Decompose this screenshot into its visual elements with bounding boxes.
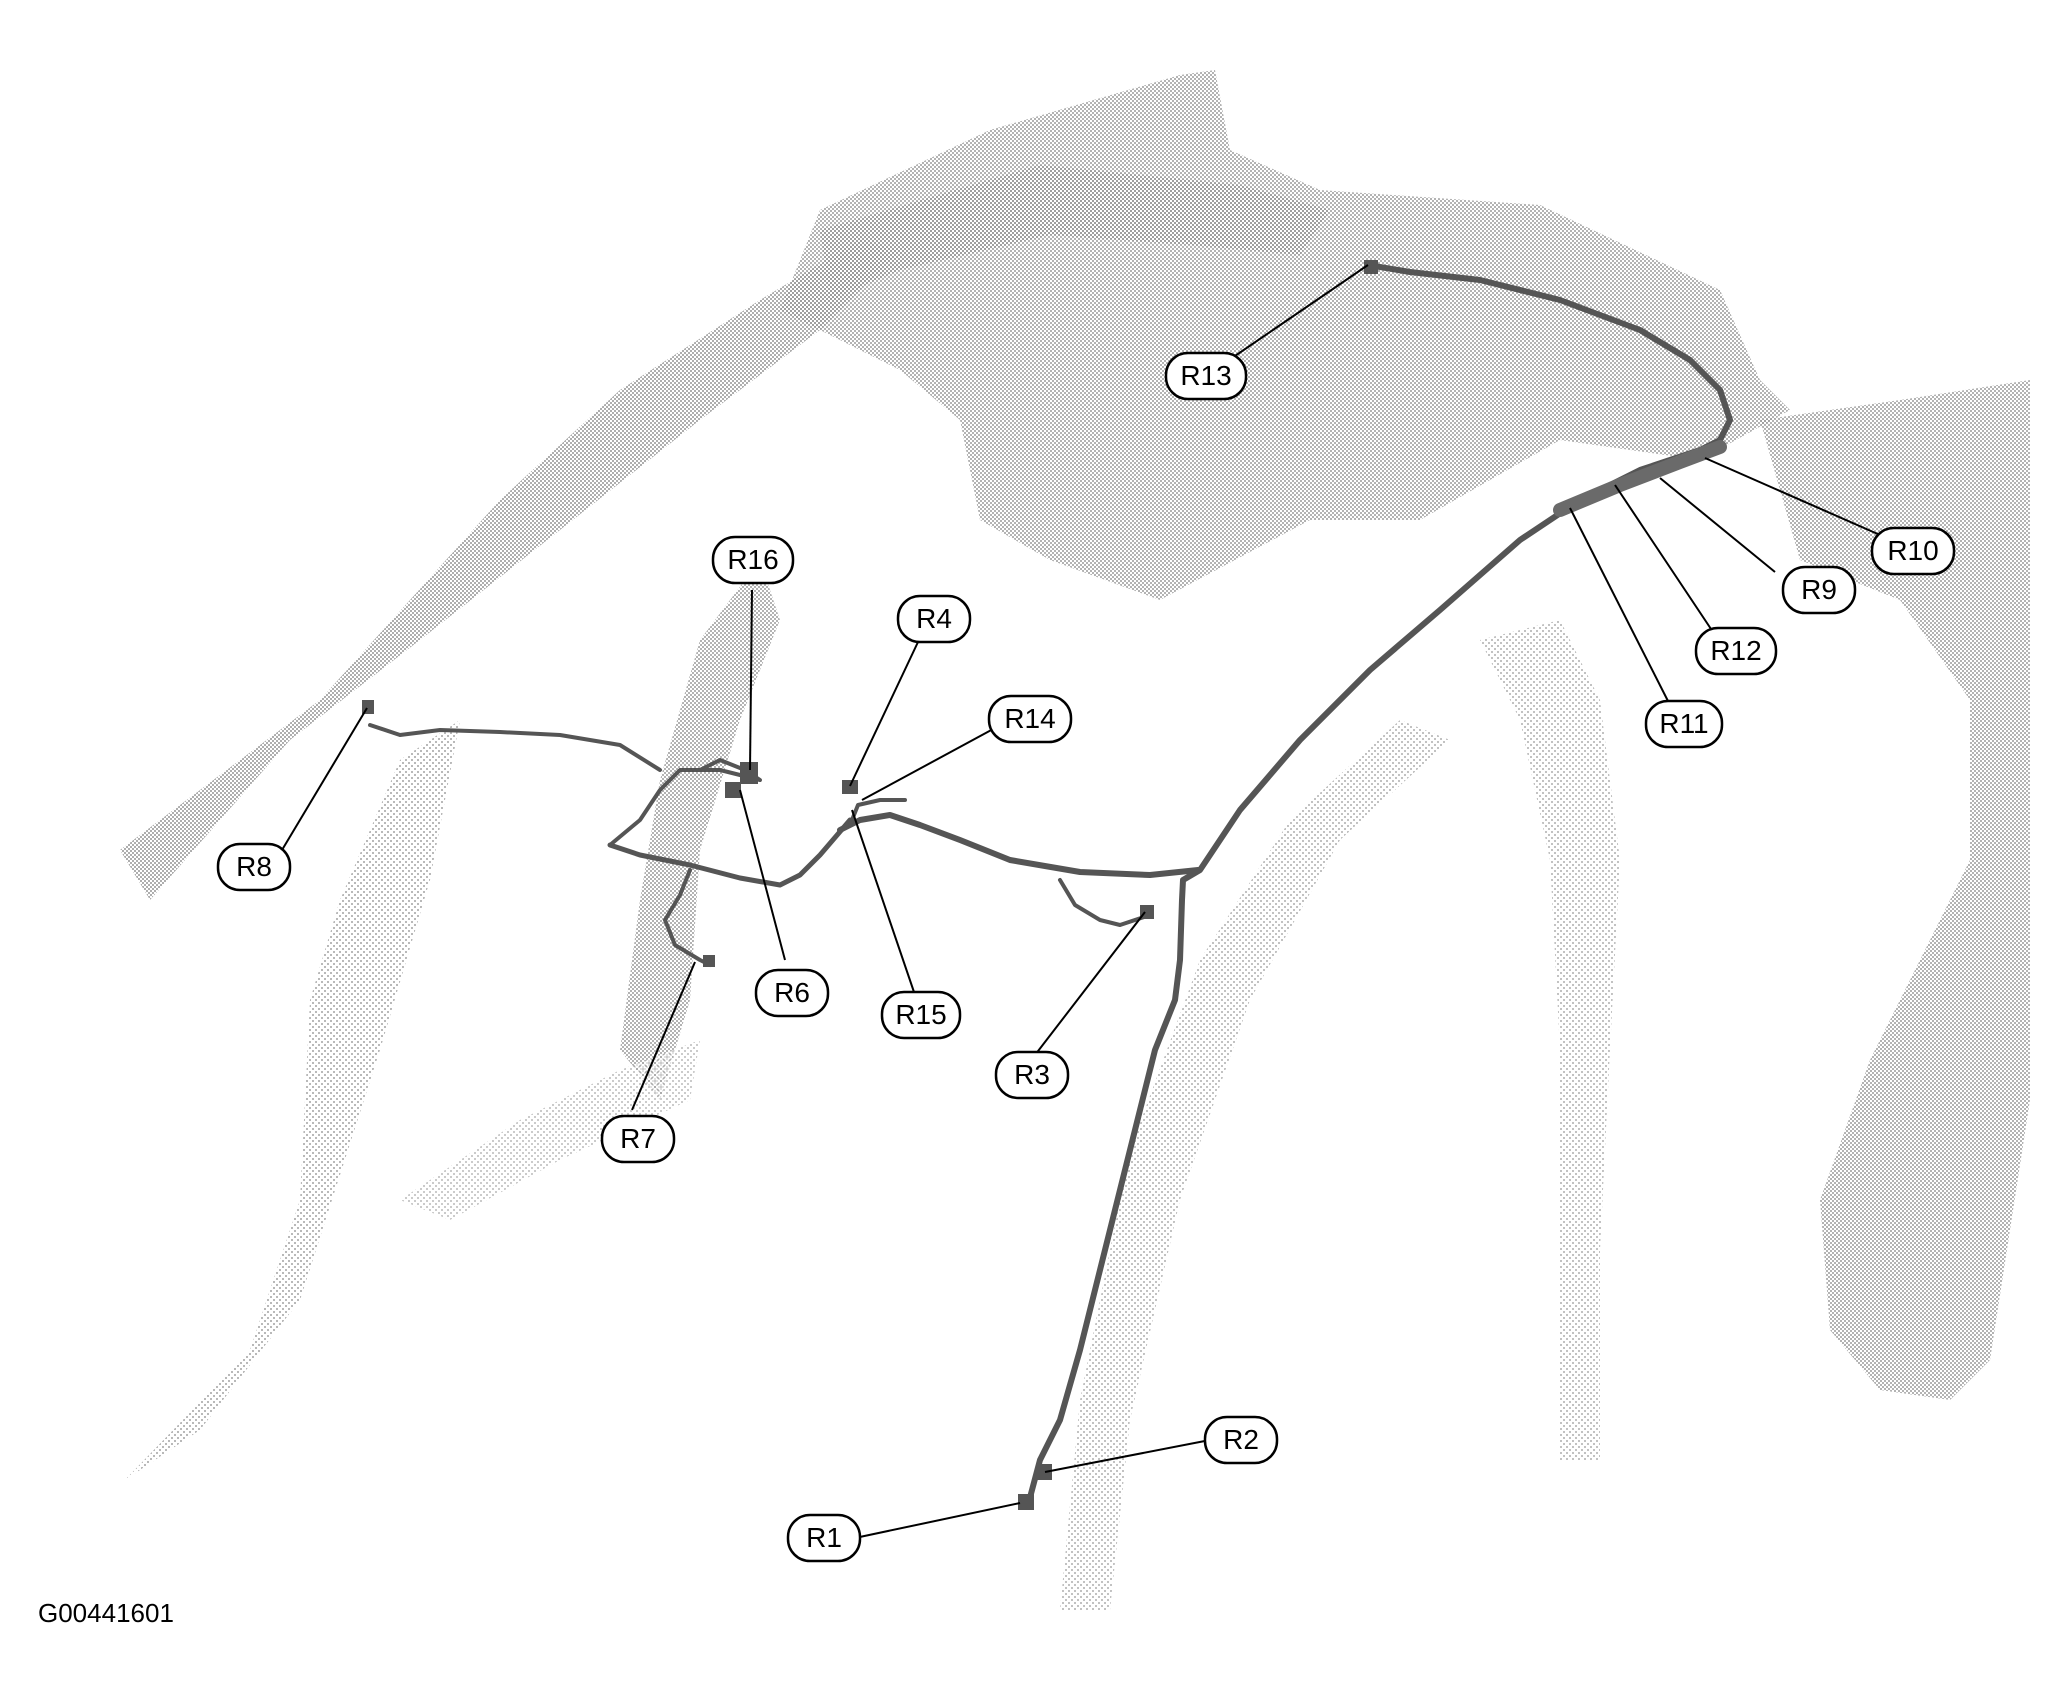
callout-r3-label: R3 — [1014, 1059, 1050, 1090]
rear-quarter-panel — [1760, 380, 2030, 1400]
leader-r7 — [631, 961, 696, 1111]
connector-r7 — [703, 955, 715, 967]
callout-r9-label: R9 — [1801, 574, 1837, 605]
b-pillar — [620, 560, 780, 1100]
callout-r3: R3 — [994, 1050, 1070, 1100]
callout-r15-label: R15 — [895, 999, 946, 1030]
connector-r4 — [842, 780, 858, 794]
harness-left-run — [368, 723, 662, 772]
callout-r13: R13 — [1164, 351, 1248, 401]
callout-r8-label: R8 — [236, 851, 272, 882]
callout-r1-label: R1 — [806, 1522, 842, 1553]
callout-r16: R16 — [711, 535, 795, 585]
callout-r8: R8 — [216, 842, 292, 892]
callout-r15: R15 — [880, 990, 962, 1040]
leader-r9 — [1659, 477, 1776, 573]
roof-edge — [820, 165, 1330, 300]
callout-r10: R10 — [1870, 526, 1956, 576]
leader-r12 — [1614, 484, 1716, 636]
lower-sill-left — [400, 1040, 700, 1220]
leader-r1 — [854, 1502, 1021, 1539]
leader-r6 — [739, 789, 786, 961]
callout-r1: R1 — [786, 1513, 862, 1563]
callout-r6: R6 — [754, 968, 830, 1018]
connector-r2 — [1036, 1464, 1052, 1480]
callout-r6-label: R6 — [774, 977, 810, 1008]
harness-left-loop — [608, 758, 762, 847]
callout-r13-label: R13 — [1180, 360, 1231, 391]
harness-cross-member — [837, 812, 1201, 878]
harness-drop-r3 — [1058, 878, 1152, 927]
leader-r4 — [849, 641, 919, 787]
leader-r3 — [1034, 911, 1146, 1056]
callout-r10-label: R10 — [1887, 535, 1938, 566]
a-pillar — [120, 240, 900, 900]
connector-r13 — [1364, 260, 1378, 274]
callout-r16-label: R16 — [727, 544, 778, 575]
figure-id: G00441601 — [38, 1598, 174, 1628]
leader-r2 — [1044, 1439, 1211, 1473]
harness-main-trunk — [1025, 262, 1733, 1508]
callout-r14-label: R14 — [1004, 703, 1055, 734]
callout-r2: R2 — [1203, 1415, 1279, 1465]
connector-r16 — [740, 762, 758, 784]
leader-r13 — [1231, 264, 1369, 359]
callout-r4: R4 — [896, 594, 972, 644]
leader-r8 — [281, 707, 368, 851]
leader-r14 — [861, 727, 996, 801]
callout-r12: R12 — [1694, 626, 1778, 676]
c-pillar — [1480, 620, 1620, 1460]
connector-r1 — [1018, 1494, 1034, 1510]
harness-center-link — [607, 817, 853, 888]
callout-r7: R7 — [600, 1114, 676, 1164]
callout-r2-label: R2 — [1223, 1424, 1259, 1455]
callout-r11: R11 — [1644, 699, 1724, 749]
door-frame — [1060, 720, 1450, 1610]
leader-r11 — [1569, 507, 1671, 706]
leader-lines — [281, 264, 1881, 1539]
leader-r16 — [749, 589, 753, 771]
callout-r9: R9 — [1781, 565, 1857, 615]
callout-r11-label: R11 — [1659, 708, 1708, 739]
callout-r7-label: R7 — [620, 1123, 656, 1154]
callout-r12-label: R12 — [1710, 635, 1761, 666]
connector-r6 — [725, 782, 741, 798]
leader-r15 — [851, 809, 916, 996]
leader-r10 — [1704, 457, 1881, 536]
vehicle-body-outline — [120, 70, 2030, 1610]
harness-drop-r7 — [663, 868, 712, 967]
callout-r14: R14 — [987, 694, 1073, 744]
windshield-lower — [125, 720, 460, 1480]
harness-branch-rear — [1553, 440, 1727, 517]
callout-r4-label: R4 — [916, 603, 952, 634]
callout-labels: R1 R2 R3 R4 R6 R7 R8 R9 — [216, 351, 1956, 1563]
